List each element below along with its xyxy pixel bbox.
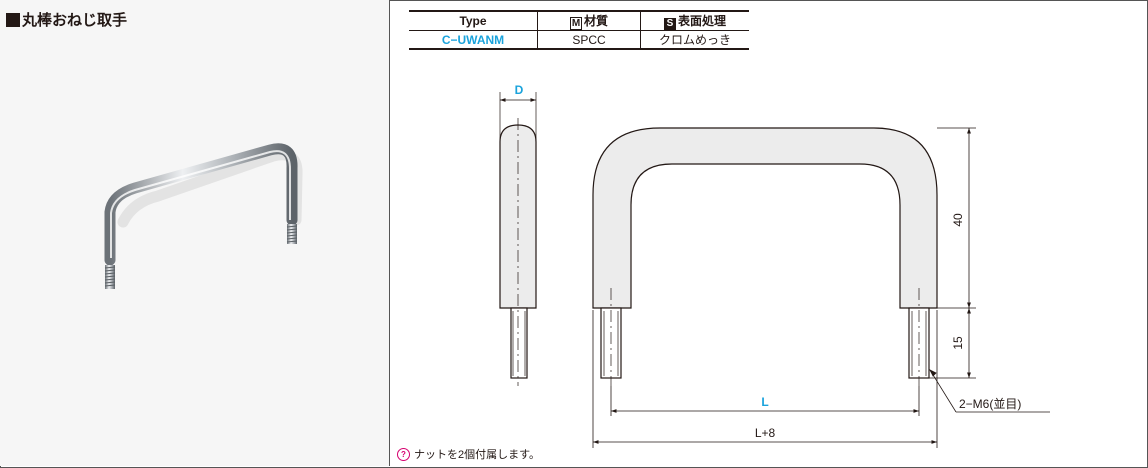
header-material-label: 材質	[583, 14, 608, 28]
horizontal-dimensions	[592, 310, 938, 448]
note-pin-icon: ?	[397, 447, 410, 461]
material-cell: SPCC	[537, 30, 641, 49]
material-mark-icon: M	[569, 17, 582, 30]
note: ? ナットを2個付属します。	[397, 446, 540, 462]
front-view	[592, 127, 938, 386]
type-cell[interactable]: C−UWANM	[409, 30, 538, 49]
side-view	[499, 92, 537, 386]
dim-l-label: L	[761, 395, 768, 409]
product-title-text: 丸棒おねじ取手	[22, 12, 128, 29]
dim-l8-label: L+8	[755, 426, 776, 440]
header-type: Type	[409, 11, 538, 31]
dim-40-label: 40	[951, 213, 965, 227]
technical-drawing: D 40 15	[499, 83, 1050, 448]
thread-leader	[929, 369, 1050, 413]
dim-15-label: 15	[951, 336, 965, 350]
header-surface-label: 表面処理	[677, 14, 726, 28]
note-text: ナットを2個付属します。	[414, 449, 541, 461]
spec-table-row: C−UWANM SPCC クロムめっき	[409, 30, 749, 49]
handle-photo	[104, 143, 303, 289]
surface-cell: クロムめっき	[658, 33, 731, 47]
square-bullet-icon	[6, 12, 20, 27]
product-title: 丸棒おねじ取手	[6, 9, 127, 30]
product-image-panel: 丸棒おねじ取手	[0, 0, 390, 466]
surface-mark-icon: S	[663, 18, 676, 30]
dim-d-label: D	[515, 83, 524, 97]
vertical-dimensions	[929, 127, 976, 379]
thread-label: 2−M6(並目)	[959, 397, 1021, 411]
